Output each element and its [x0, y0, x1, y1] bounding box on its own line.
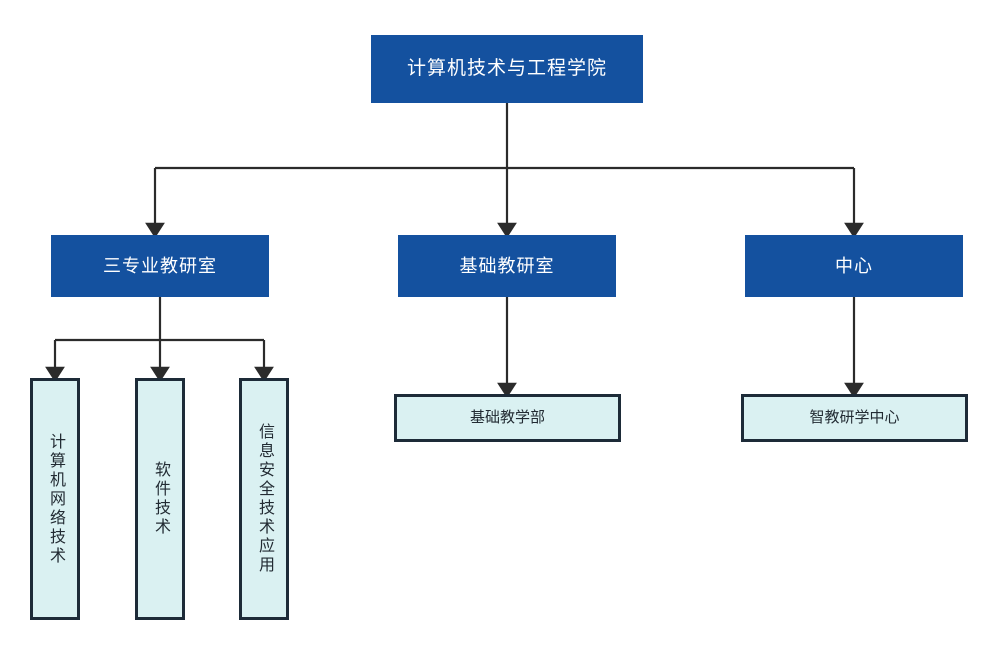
- node-leaf-computer-network-technology[interactable]: 计算机网络技术: [30, 378, 80, 620]
- node-branch-2-label: 基础教研室: [459, 255, 555, 276]
- node-leaf-v3-label: 信息安全技术应用: [256, 423, 273, 575]
- node-branch-center[interactable]: 中心: [745, 235, 963, 297]
- node-branch-professional-teaching-office[interactable]: 三专业教研室: [51, 235, 269, 297]
- node-root[interactable]: 计算机技术与工程学院: [371, 35, 643, 103]
- node-root-label: 计算机技术与工程学院: [406, 58, 607, 80]
- node-leaf-information-security-technology-application[interactable]: 信息安全技术应用: [239, 378, 289, 620]
- node-leaf-h1-label: 基础教学部: [469, 409, 545, 427]
- node-leaf-v2-label: 软件技术: [152, 461, 169, 537]
- node-leaf-basic-teaching-department[interactable]: 基础教学部: [394, 394, 621, 442]
- node-leaf-software-technology[interactable]: 软件技术: [135, 378, 185, 620]
- node-leaf-h2-label: 智教研学中心: [809, 409, 900, 427]
- node-branch-1-label: 三专业教研室: [103, 255, 217, 276]
- node-leaf-v1-label: 计算机网络技术: [47, 432, 64, 566]
- node-leaf-smart-teaching-research-center[interactable]: 智教研学中心: [741, 394, 968, 442]
- node-branch-basic-teaching-office[interactable]: 基础教研室: [398, 235, 616, 297]
- node-branch-3-label: 中心: [835, 255, 873, 276]
